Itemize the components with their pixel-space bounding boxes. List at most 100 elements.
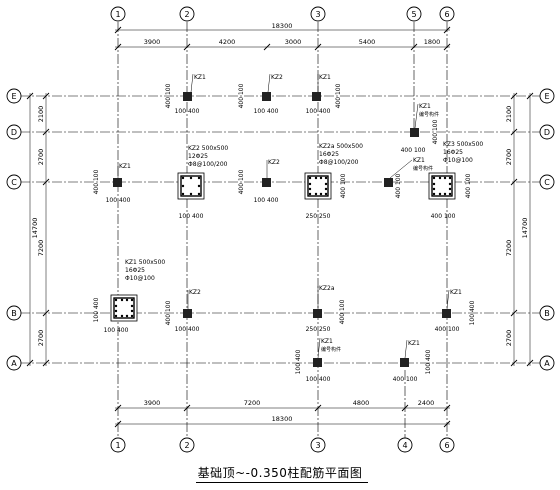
axis-bubble-label: A <box>544 359 550 368</box>
column-tag: KZ1 <box>194 74 206 81</box>
axis-bubble <box>6 88 22 104</box>
row-E-columns: KZ1 400 100 100 400 KZ2 400 100 100 400 … <box>165 73 342 115</box>
axis-bubble-label: 2 <box>184 441 189 450</box>
column-offset: 400 100 <box>340 173 347 198</box>
axis-bubble-label: 3 <box>315 441 320 450</box>
axis-bubble-label: C <box>11 178 17 187</box>
detail-stirrup: Φ10@100 <box>443 157 473 164</box>
left-dimensions: 14700 2100 2700 7200 2700 <box>26 92 50 367</box>
column-offset: 100 400 <box>425 349 432 374</box>
column-offset: 400 100 <box>431 213 456 220</box>
bottom-total-dim: 18300 <box>272 415 293 423</box>
axis-bubble <box>6 124 22 140</box>
grid-lines <box>20 22 540 438</box>
axis-bubble-label: 1 <box>115 10 120 19</box>
detail-name: KZ2a 500x500 <box>319 143 363 150</box>
column-detail-kz3: KZ3 500x500 16Φ25 Φ10@100 400 100 400 10… <box>428 141 483 220</box>
right-span-dim: 7200 <box>505 240 513 257</box>
axis-bubbles-left: E D C B A <box>6 88 22 371</box>
bottom-span-dim: 2400 <box>418 399 435 407</box>
column-marker <box>442 309 451 318</box>
drawing-title: 基础顶~-0.350柱配筋平面图 <box>197 466 363 480</box>
left-total-dim: 14700 <box>31 218 39 239</box>
axis-bubbles-top: 1 2 3 5 6 <box>110 6 455 22</box>
axis-bubble-label: 1 <box>115 441 120 450</box>
axis-bubble <box>539 88 555 104</box>
axis-bubble-label: D <box>544 128 550 137</box>
axis-bubble-label: C <box>544 178 550 187</box>
column-tag: KZ1 <box>321 338 333 345</box>
column-tag: KZ2 <box>189 289 201 296</box>
column-tag: KZ2 <box>268 159 280 166</box>
column-offset: 100 400 <box>306 376 331 383</box>
column-offset: 400 100 <box>401 147 426 154</box>
column-note: 编号构件 <box>419 111 439 118</box>
row-A-columns: KZ1 编号构件 100 400 100 400 KZ1 100 400 400… <box>295 337 432 383</box>
column-tag: KZ1 <box>413 157 425 164</box>
column-offset: 400 100 <box>93 169 100 194</box>
axis-bubble <box>439 437 455 453</box>
column-offset: 100 400 <box>254 197 279 204</box>
axis-bubble-label: B <box>11 309 17 318</box>
column-detail-kz2: KZ2 500x500 12Φ25 Φ8@100/200 100 400 <box>177 145 228 220</box>
row-B-columns: KZ1 500x500 16Φ25 Φ10@100 100 400 100 40… <box>93 259 476 334</box>
right-total-dim: 14700 <box>521 218 529 239</box>
column-tag: KZ1 <box>119 163 131 170</box>
column-offset: 100 400 <box>106 197 131 204</box>
axis-bubble <box>6 305 22 321</box>
axis-bubble <box>6 174 22 190</box>
column-detail-kz2a: KZ2a 500x500 16Φ25 Φ8@100/200 400 100 25… <box>304 143 363 220</box>
axis-bubble-label: D <box>11 128 17 137</box>
axis-bubble-label: E <box>11 92 16 101</box>
axis-bubble-label: 6 <box>444 441 449 450</box>
axis-bubble <box>539 305 555 321</box>
top-span-dim: 4200 <box>219 38 236 46</box>
axis-bubble-label: E <box>544 92 549 101</box>
right-span-dim: 2100 <box>505 106 513 123</box>
column-marker <box>113 178 122 187</box>
column-tag: KZ1 <box>319 74 331 81</box>
detail-name: KZ1 500x500 <box>125 259 165 266</box>
top-span-dim: 5400 <box>359 38 376 46</box>
column-offset: 100 400 <box>175 326 200 333</box>
axis-bubble-label: A <box>11 359 17 368</box>
top-span-dim: 1800 <box>424 38 441 46</box>
detail-name: KZ2 500x500 <box>188 145 228 152</box>
column-marker <box>312 92 321 101</box>
axis-bubble-label: 3 <box>315 10 320 19</box>
row-C-columns: KZ1 400 100 100 400 KZ2 500x500 12Φ25 Φ8… <box>93 141 483 220</box>
axis-bubble <box>406 6 422 22</box>
axis-bubble <box>539 174 555 190</box>
left-span-dim: 2100 <box>37 106 45 123</box>
right-span-dim: 2700 <box>505 330 513 347</box>
axis-bubble-label: 2 <box>184 10 189 19</box>
top-span-dim: 3900 <box>144 38 161 46</box>
column-marker <box>384 178 393 187</box>
column-offset: 100 400 <box>179 213 204 220</box>
axis-bubble-label: 5 <box>411 10 416 19</box>
left-span-dim: 2700 <box>37 330 45 347</box>
column-marker <box>400 358 409 367</box>
column-offset: 100 400 <box>93 297 100 322</box>
column-offset: 400 100 <box>238 83 245 108</box>
column-offset: 400 100 <box>165 83 172 108</box>
top-dimensions: 18300 3900 4200 3000 5400 1800 <box>114 22 451 51</box>
column-offset: 400 100 <box>435 326 460 333</box>
column-note: 编号构件 <box>413 165 433 172</box>
column-marker <box>183 309 192 318</box>
column-offset: 400 100 <box>339 299 346 324</box>
detail-stirrup: Φ8@100/200 <box>188 161 228 168</box>
column-offset: 400 100 <box>238 169 245 194</box>
column-tag: KZ2 <box>271 74 283 81</box>
column-offset: 100 400 <box>175 108 200 115</box>
column-tag: KZ1 <box>408 340 420 347</box>
right-dimensions: 2100 2700 7200 2700 14700 <box>505 92 534 367</box>
column-tag: KZ1 <box>450 289 462 296</box>
column-offset: 100 400 <box>254 108 279 115</box>
column-offset: 400 100 <box>395 173 402 198</box>
detail-bars: 16Φ25 <box>443 149 463 156</box>
left-span-dim: 2700 <box>37 149 45 166</box>
axis-bubble <box>397 437 413 453</box>
column-offset: 400 100 <box>335 83 342 108</box>
